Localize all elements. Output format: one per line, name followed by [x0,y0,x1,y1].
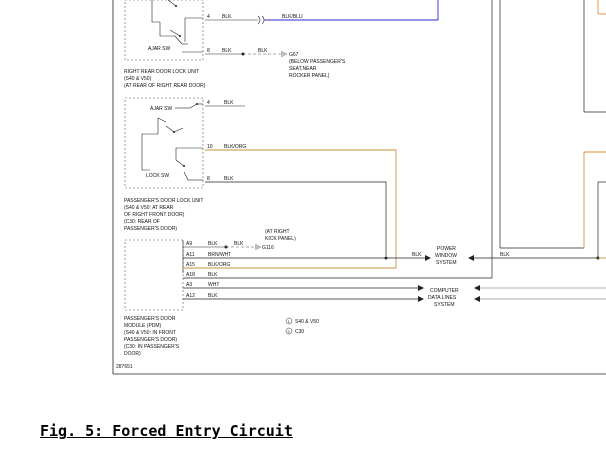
wire-color-label: BLK [258,48,268,54]
unit-label-line: DOOR) [124,351,141,357]
note-text: C30 [295,329,304,335]
wire-color-label: BLK/ORG [224,144,246,150]
wire-color-label: BLK/BLU [282,14,303,20]
wire-color-label: BRN/WHT [208,252,231,258]
system-label: SYSTEM [434,302,455,308]
notes-legend: 1 S40 & V50 2 C30 [285,317,319,335]
unit-label-line: PASSENGER'S DOOR) [124,337,177,343]
pin-number: A3 [186,282,192,288]
ground-label: SEAT,NEAR [289,66,317,72]
pin-number: 4 [207,14,210,20]
unit-label-line: (S40 & V50: AT REAR [124,205,174,211]
pin-number: A15 [186,262,195,268]
unit-label-line: PASSENGER'S DOOR [124,316,176,322]
wire-color-label: BLK [222,14,232,20]
wire-color-label: BLK [234,241,244,247]
wire-color-label: BLK [224,176,234,182]
wire-color-label: BLK [412,252,422,258]
ground-label: G67 [289,52,299,58]
arrow-icon [425,255,431,261]
wire-color-label: WHT [208,282,219,288]
power-window-system: BLK POWER WINDOW SYSTEM BLK [386,246,606,266]
org-wire [205,149,397,256]
wire-color-label: BLK/ORG [208,262,230,268]
passenger-lock-unit: AJAR SW LOCK SW PASSENGER'S DOOR LOCK UN… [124,97,397,256]
diagram-frame [112,0,606,375]
arrow-icon [418,296,424,302]
wire-color-label: BLK [208,241,218,247]
system-label: SYSTEM [436,260,457,266]
arrow-icon [418,285,424,291]
pin-number: 4 [207,100,210,106]
unit-label-line: MODULE (PDM) [124,323,162,329]
wire-color-label: BLK [208,272,218,278]
pin-number: A12 [186,293,195,299]
system-label: WINDOW [435,253,457,259]
unit-label-line: PASSENGER'S DOOR) [124,226,177,232]
wire-color-label: BLK [222,48,232,54]
ground-label: (BELOW PASSENGER'S [289,59,346,65]
ground-icon [255,244,261,250]
pin-number: A18 [186,272,195,278]
wire-color-label: BLK [208,293,218,299]
arrow-icon [468,255,474,261]
ground-label: G116 [262,245,274,251]
unit-label-line: OF RIGHT FRONT DOOR) [124,212,185,218]
ground-label: ROCKER PANEL) [289,73,330,79]
pin-number: A11 [186,252,195,258]
system-label: DATA LINES [428,295,457,301]
ground-label: KICK PANEL) [265,236,296,242]
right-rear-lock-unit: AJAR SW RIGHT REAR DOOR LOCK UNIT (S40 &… [124,0,439,89]
pin-number: 10 [207,144,213,150]
pin-number: 8 [207,48,210,54]
wiring-diagram: AJAR SW RIGHT REAR DOOR LOCK UNIT (S40 &… [112,0,606,375]
note-number: 1 [288,319,291,324]
unit-label-line: (C30: IN PASSENGER'S [124,344,180,350]
unit-label-line: (AT REAR OF RIGHT REAR DOOR) [124,83,206,89]
unit-label-line: (S40 & V50) [124,76,152,82]
figure-caption: Fig. 5: Forced Entry Circuit [40,422,293,440]
computer-data-lines-system: COMPUTER DATA LINES SYSTEM [428,285,606,308]
figure-id: 287651 [116,364,133,370]
wire-color-label: BLK [224,100,234,106]
pin-number: A9 [186,241,192,247]
wire-color-label: BLK [500,252,510,258]
arrow-icon [474,285,480,291]
lock-switch-label: LOCK SW [146,173,169,179]
ajar-switch-label: AJAR SW [150,106,173,112]
ajar-switch-label: AJAR SW [148,46,171,52]
pdm-module: A9 A11 A15 A18 A3 A12 BLK BLK (AT RIGHT … [124,229,493,357]
unit-label-line: RIGHT REAR DOOR LOCK UNIT [124,69,199,75]
unit-label-line: (S40 & V50: IN FRONT [124,330,176,336]
unit-label-line: (C30: REAR OF [124,219,160,225]
unit-label-line: PASSENGER'S DOOR LOCK UNIT [124,198,204,204]
system-label: POWER [437,246,456,252]
note-number: 2 [288,329,291,334]
arrow-icon [474,296,480,302]
pin-number: 8 [207,176,210,182]
system-label: COMPUTER [430,288,459,294]
ground-icon [281,51,287,57]
note-text: S40 & V50 [295,319,319,325]
ground-label: (AT RIGHT [265,229,290,235]
